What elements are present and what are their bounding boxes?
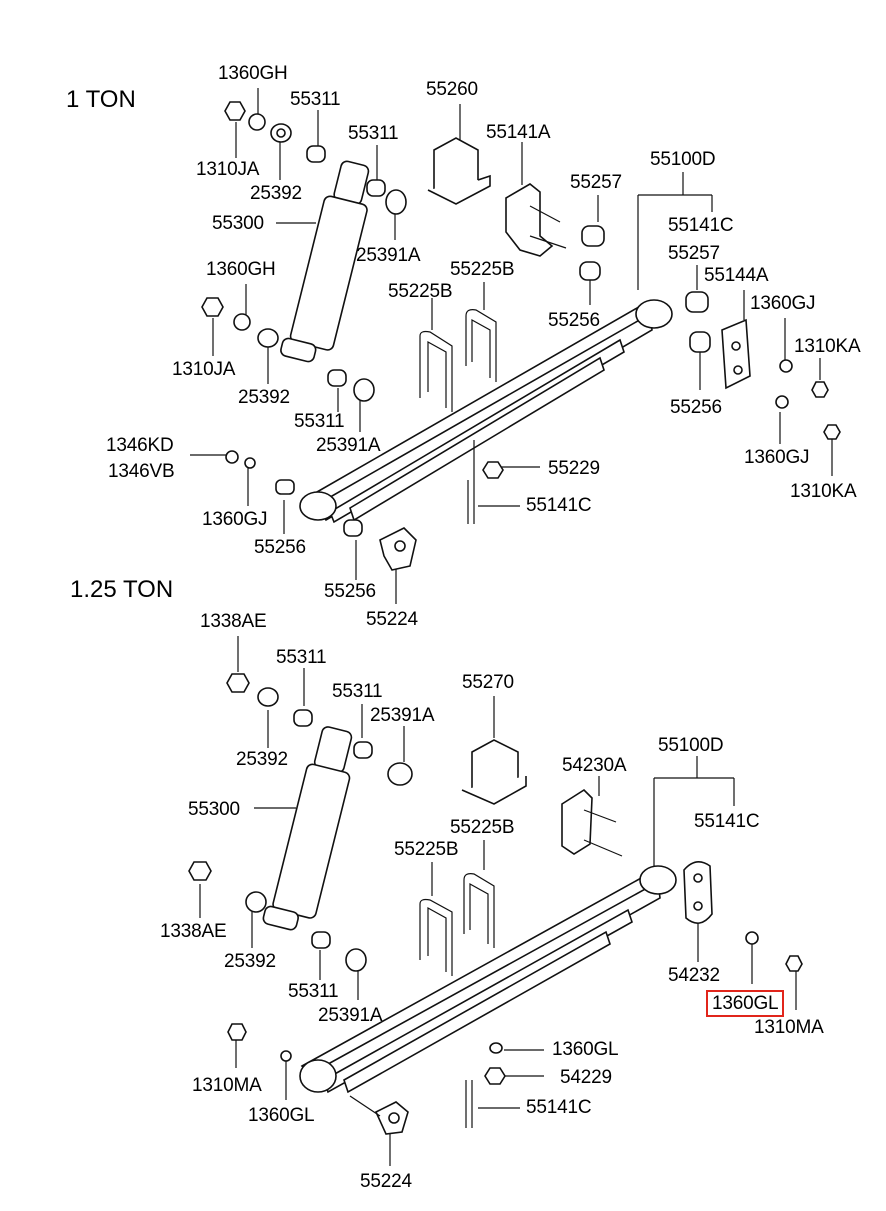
part-label: 55256 bbox=[254, 537, 306, 558]
part-label: 55270 bbox=[462, 672, 514, 693]
section-title-1-25-ton: 1.25 TON bbox=[70, 576, 174, 603]
part-label: 54230A bbox=[562, 755, 627, 776]
part-label: 55229 bbox=[548, 458, 600, 479]
part-label: 25392 bbox=[236, 749, 288, 770]
part-label: 55257 bbox=[570, 172, 622, 193]
part-label: 55225B bbox=[450, 259, 515, 280]
part-label: 55100D bbox=[658, 735, 724, 756]
part-label: 55311 bbox=[348, 123, 399, 144]
part-label: 1346VB bbox=[108, 461, 175, 482]
part-label: 1310KA bbox=[790, 481, 857, 502]
section-title-1-ton: 1 TON bbox=[66, 86, 136, 113]
part-label: 55141C bbox=[526, 1097, 592, 1118]
part-label: 25391A bbox=[356, 245, 421, 266]
part-label: 55141C bbox=[526, 495, 592, 516]
part-label: 55311 bbox=[276, 647, 327, 668]
part-label: 1360GH bbox=[218, 63, 288, 84]
part-label: 54232 bbox=[668, 965, 720, 986]
part-label: 55225B bbox=[388, 281, 453, 302]
part-label: 55256 bbox=[548, 310, 600, 331]
part-label: 55225B bbox=[450, 817, 515, 838]
part-label: 25391A bbox=[316, 435, 381, 456]
part-label: 1310KA bbox=[794, 336, 861, 357]
part-label: 1360GJ bbox=[750, 293, 816, 314]
part-label: 55256 bbox=[324, 581, 376, 602]
part-label: 1360GH bbox=[206, 259, 276, 280]
part-label: 55100D bbox=[650, 149, 716, 170]
highlighted-part-label[interactable]: 1360GL bbox=[705, 990, 785, 1017]
part-label: 55311 bbox=[290, 89, 341, 110]
parts-top bbox=[201, 101, 841, 571]
part-label: 25392 bbox=[224, 951, 276, 972]
part-label: 1360GL bbox=[552, 1039, 619, 1060]
part-label: 55300 bbox=[212, 213, 264, 234]
part-label: 1338AE bbox=[200, 611, 267, 632]
part-label: 55260 bbox=[426, 79, 478, 100]
parts-bottom bbox=[188, 673, 803, 1135]
part-label: 1360GL bbox=[248, 1105, 315, 1126]
part-label: 1310JA bbox=[196, 159, 260, 180]
part-label: 55300 bbox=[188, 799, 240, 820]
part-label: 55141A bbox=[486, 122, 551, 143]
part-label: 1310JA bbox=[172, 359, 236, 380]
part-label: 25391A bbox=[318, 1005, 383, 1026]
part-label: 55311 bbox=[288, 981, 339, 1002]
part-label: 55311 bbox=[332, 681, 383, 702]
part-label: 1338AE bbox=[160, 921, 227, 942]
part-label: 55141C bbox=[694, 811, 760, 832]
part-label: 54229 bbox=[560, 1067, 612, 1088]
leader-lines-top bbox=[190, 88, 833, 604]
leader-lines-bottom bbox=[199, 636, 797, 1166]
part-label: 55224 bbox=[366, 609, 418, 630]
part-label: 55257 bbox=[668, 243, 720, 264]
part-label: 25392 bbox=[250, 183, 302, 204]
part-label: 55256 bbox=[670, 397, 722, 418]
part-label: 25391A bbox=[370, 705, 435, 726]
part-label: 55224 bbox=[360, 1171, 412, 1192]
part-label: 55225B bbox=[394, 839, 459, 860]
part-label: 55141C bbox=[668, 215, 734, 236]
part-label: 1346KD bbox=[106, 435, 174, 456]
part-label: 1360GJ bbox=[744, 447, 810, 468]
part-label: 1310MA bbox=[754, 1017, 824, 1038]
part-label: 25392 bbox=[238, 387, 290, 408]
part-label: 55311 bbox=[294, 411, 345, 432]
part-label: 1310MA bbox=[192, 1075, 262, 1096]
part-label: 55144A bbox=[704, 265, 769, 286]
part-label: 1360GJ bbox=[202, 509, 268, 530]
